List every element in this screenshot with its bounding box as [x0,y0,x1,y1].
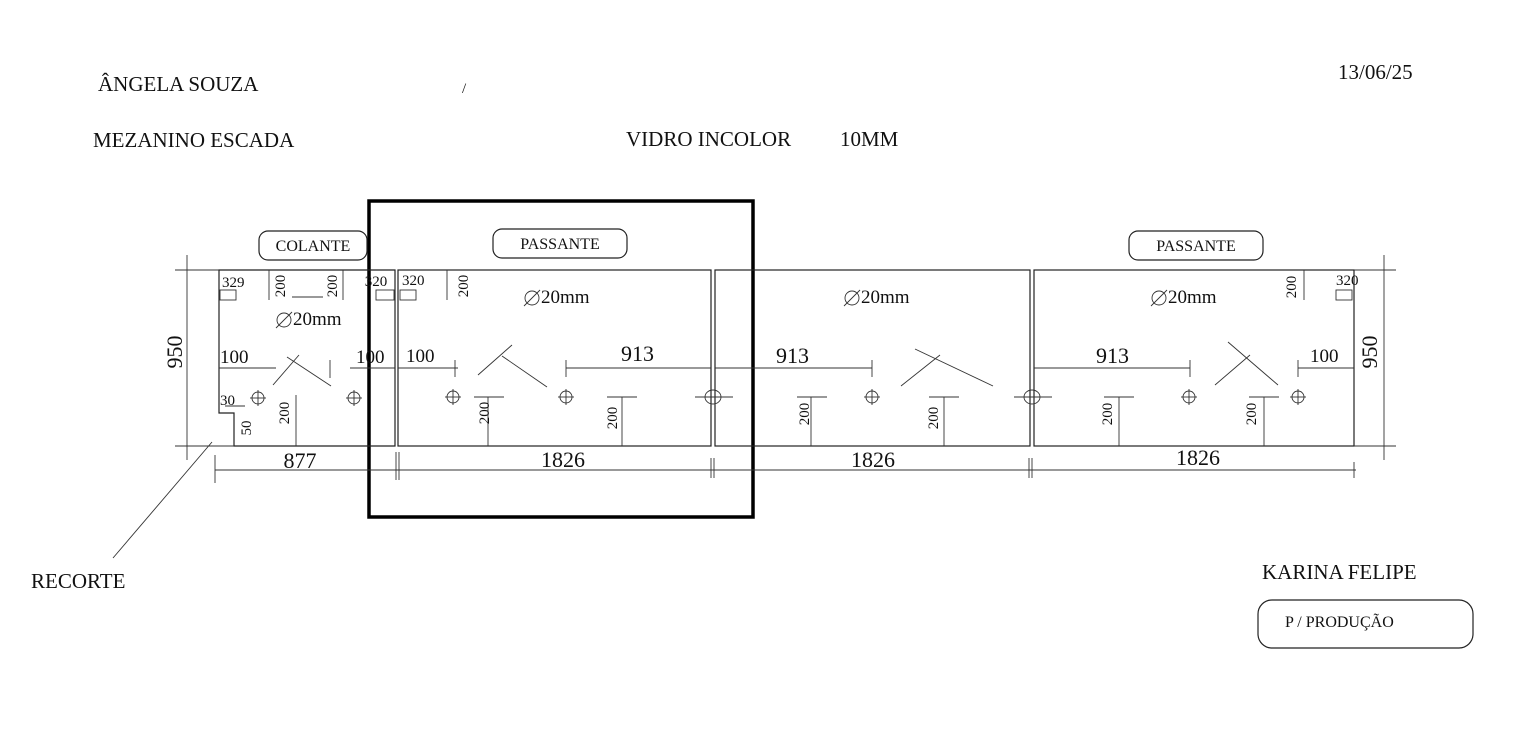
p4-side-right: 100 [1310,346,1339,367]
header-slash: / [462,81,467,97]
width-panel-4: 1826 [1176,445,1220,470]
p4-mid-offset: 913 [1096,343,1129,368]
p1-top-200b: 200 [325,275,341,298]
glass-material: VIDRO INCOLOR [626,127,791,151]
status-text: P / PRODUÇÃO [1285,613,1394,631]
panel-2-outline [397,269,712,447]
highlight-frame [367,199,755,519]
height-right: 950 [1357,336,1382,369]
diameter-symbol-3 [843,289,861,307]
p2-side-left: 100 [406,346,435,367]
p1-bottom-200: 200 [277,402,293,425]
panel-2-details [398,270,733,446]
height-dimension-right [1354,255,1396,460]
approver-name: KARINA FELIPE [1262,560,1417,584]
p3-mid-offset: 913 [776,343,809,368]
tag-passante-pill [492,228,628,259]
p2-top-200: 200 [456,275,472,298]
status-stamp [1257,599,1474,649]
hole-note-panel-1: 20mm [293,309,342,330]
hole-note-panel-4: 20mm [1168,287,1217,308]
width-panel-2: 1826 [541,447,585,472]
p4-bottom-200a: 200 [1100,403,1116,426]
p1-top-200a: 200 [273,275,289,298]
width-panel-1: 877 [284,448,317,473]
p4-top-right-offset: 320 [1336,273,1359,289]
panel-4-details [1034,270,1354,446]
p3-bottom-200b: 200 [926,407,942,430]
client-name: ÂNGELA SOUZA [98,72,259,96]
width-panel-3: 1826 [851,447,895,472]
p1-side-right: 100 [356,347,385,368]
p1-side-left: 100 [220,347,249,368]
tag-passante: PASSANTE [520,236,599,253]
p1-cutout-width: 30 [220,393,235,409]
date: 13/06/25 [1338,60,1413,84]
tag-passante-right-pill [1128,230,1264,261]
tag-passante-right: PASSANTE [1156,238,1235,255]
p2-mid-offset: 913 [621,341,654,366]
diameter-symbol-4 [1150,289,1168,307]
p1-top-left-offset: 329 [222,275,245,291]
tag-colante: COLANTE [276,238,351,255]
panel-4-outline [1033,269,1355,447]
height-dimension-left [175,255,234,460]
p2-top-left-offset: 320 [402,273,425,289]
p3-bottom-200a: 200 [797,403,813,426]
tag-colante-pill [258,230,368,261]
p4-bottom-200b: 200 [1244,403,1260,426]
p1-top-right-offset: 320 [365,274,388,290]
p1-cutout-height: 50 [239,421,255,436]
glass-thickness: 10MM [840,127,899,151]
height-left: 950 [162,336,187,369]
p4-top-200: 200 [1284,276,1300,299]
cutout-label: RECORTE [31,569,125,593]
diameter-symbol-2 [523,289,541,307]
p2-bottom-200b: 200 [605,407,621,430]
hole-note-panel-3: 20mm [861,287,910,308]
panel-3-outline [714,269,1031,447]
diameter-symbol-1 [275,311,293,329]
project-title: MEZANINO ESCADA [93,128,295,152]
cutout-leader-line [112,441,213,559]
hole-note-panel-2: 20mm [541,287,590,308]
width-dimension-line [214,452,1356,483]
panel-3-details [715,348,1052,446]
p2-bottom-200a: 200 [477,402,493,425]
panel-1-details [219,270,395,446]
